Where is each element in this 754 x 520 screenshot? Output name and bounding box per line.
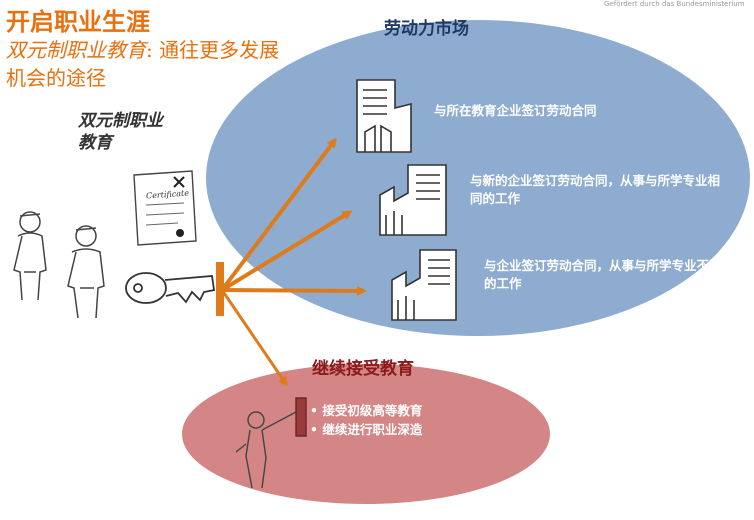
further-education-list: 接受初级高等教育 继续进行职业深造 — [310, 401, 422, 439]
arrow-to-option-1 — [220, 137, 337, 292]
market-option-2: 与新的企业签订劳动合同，从事与所学专业相同的工作 — [470, 173, 721, 206]
further-education-title: 继续接受教育 — [312, 359, 414, 379]
market-option-3: 与企业签订劳动合同，从事与所学专业不同的工作 — [484, 258, 722, 291]
company-building-icon — [379, 164, 447, 236]
labor-market-title: 劳动力市场 — [384, 19, 469, 39]
company-building-icon — [356, 79, 412, 153]
certificate-icon — [133, 170, 197, 246]
two-people-icon — [13, 211, 105, 319]
arrow-origin-bar — [216, 262, 224, 316]
market-option-1: 与所在教育企业签订劳动合同 — [434, 103, 597, 118]
company-building-icon — [391, 249, 457, 321]
pathway-arrows — [220, 137, 367, 387]
page-title: 开启职业生涯 — [6, 8, 150, 36]
sponsor-note: Gefördert durch das Bundesministerium — [604, 0, 745, 8]
arrow-to-option-3 — [221, 285, 367, 296]
teacher-at-board-icon — [235, 397, 307, 489]
page-subtitle: 双元制职业教育: 通往更多发展机会的途径 — [6, 36, 286, 92]
arrow-to-option-2 — [220, 210, 353, 292]
subtitle-emphasis: 双元制职业教育 — [6, 38, 146, 62]
list-item: 继续进行职业深造 — [310, 420, 422, 439]
subtitle-rest: : 通往更多发展机会的途径 — [6, 38, 280, 90]
list-item: 接受初级高等教育 — [310, 401, 422, 420]
arrow-to-education — [220, 289, 288, 387]
labor-market-ellipse — [206, 20, 750, 336]
key-icon — [125, 272, 216, 304]
dual-education-label: 双元制职业教育 — [78, 111, 163, 153]
